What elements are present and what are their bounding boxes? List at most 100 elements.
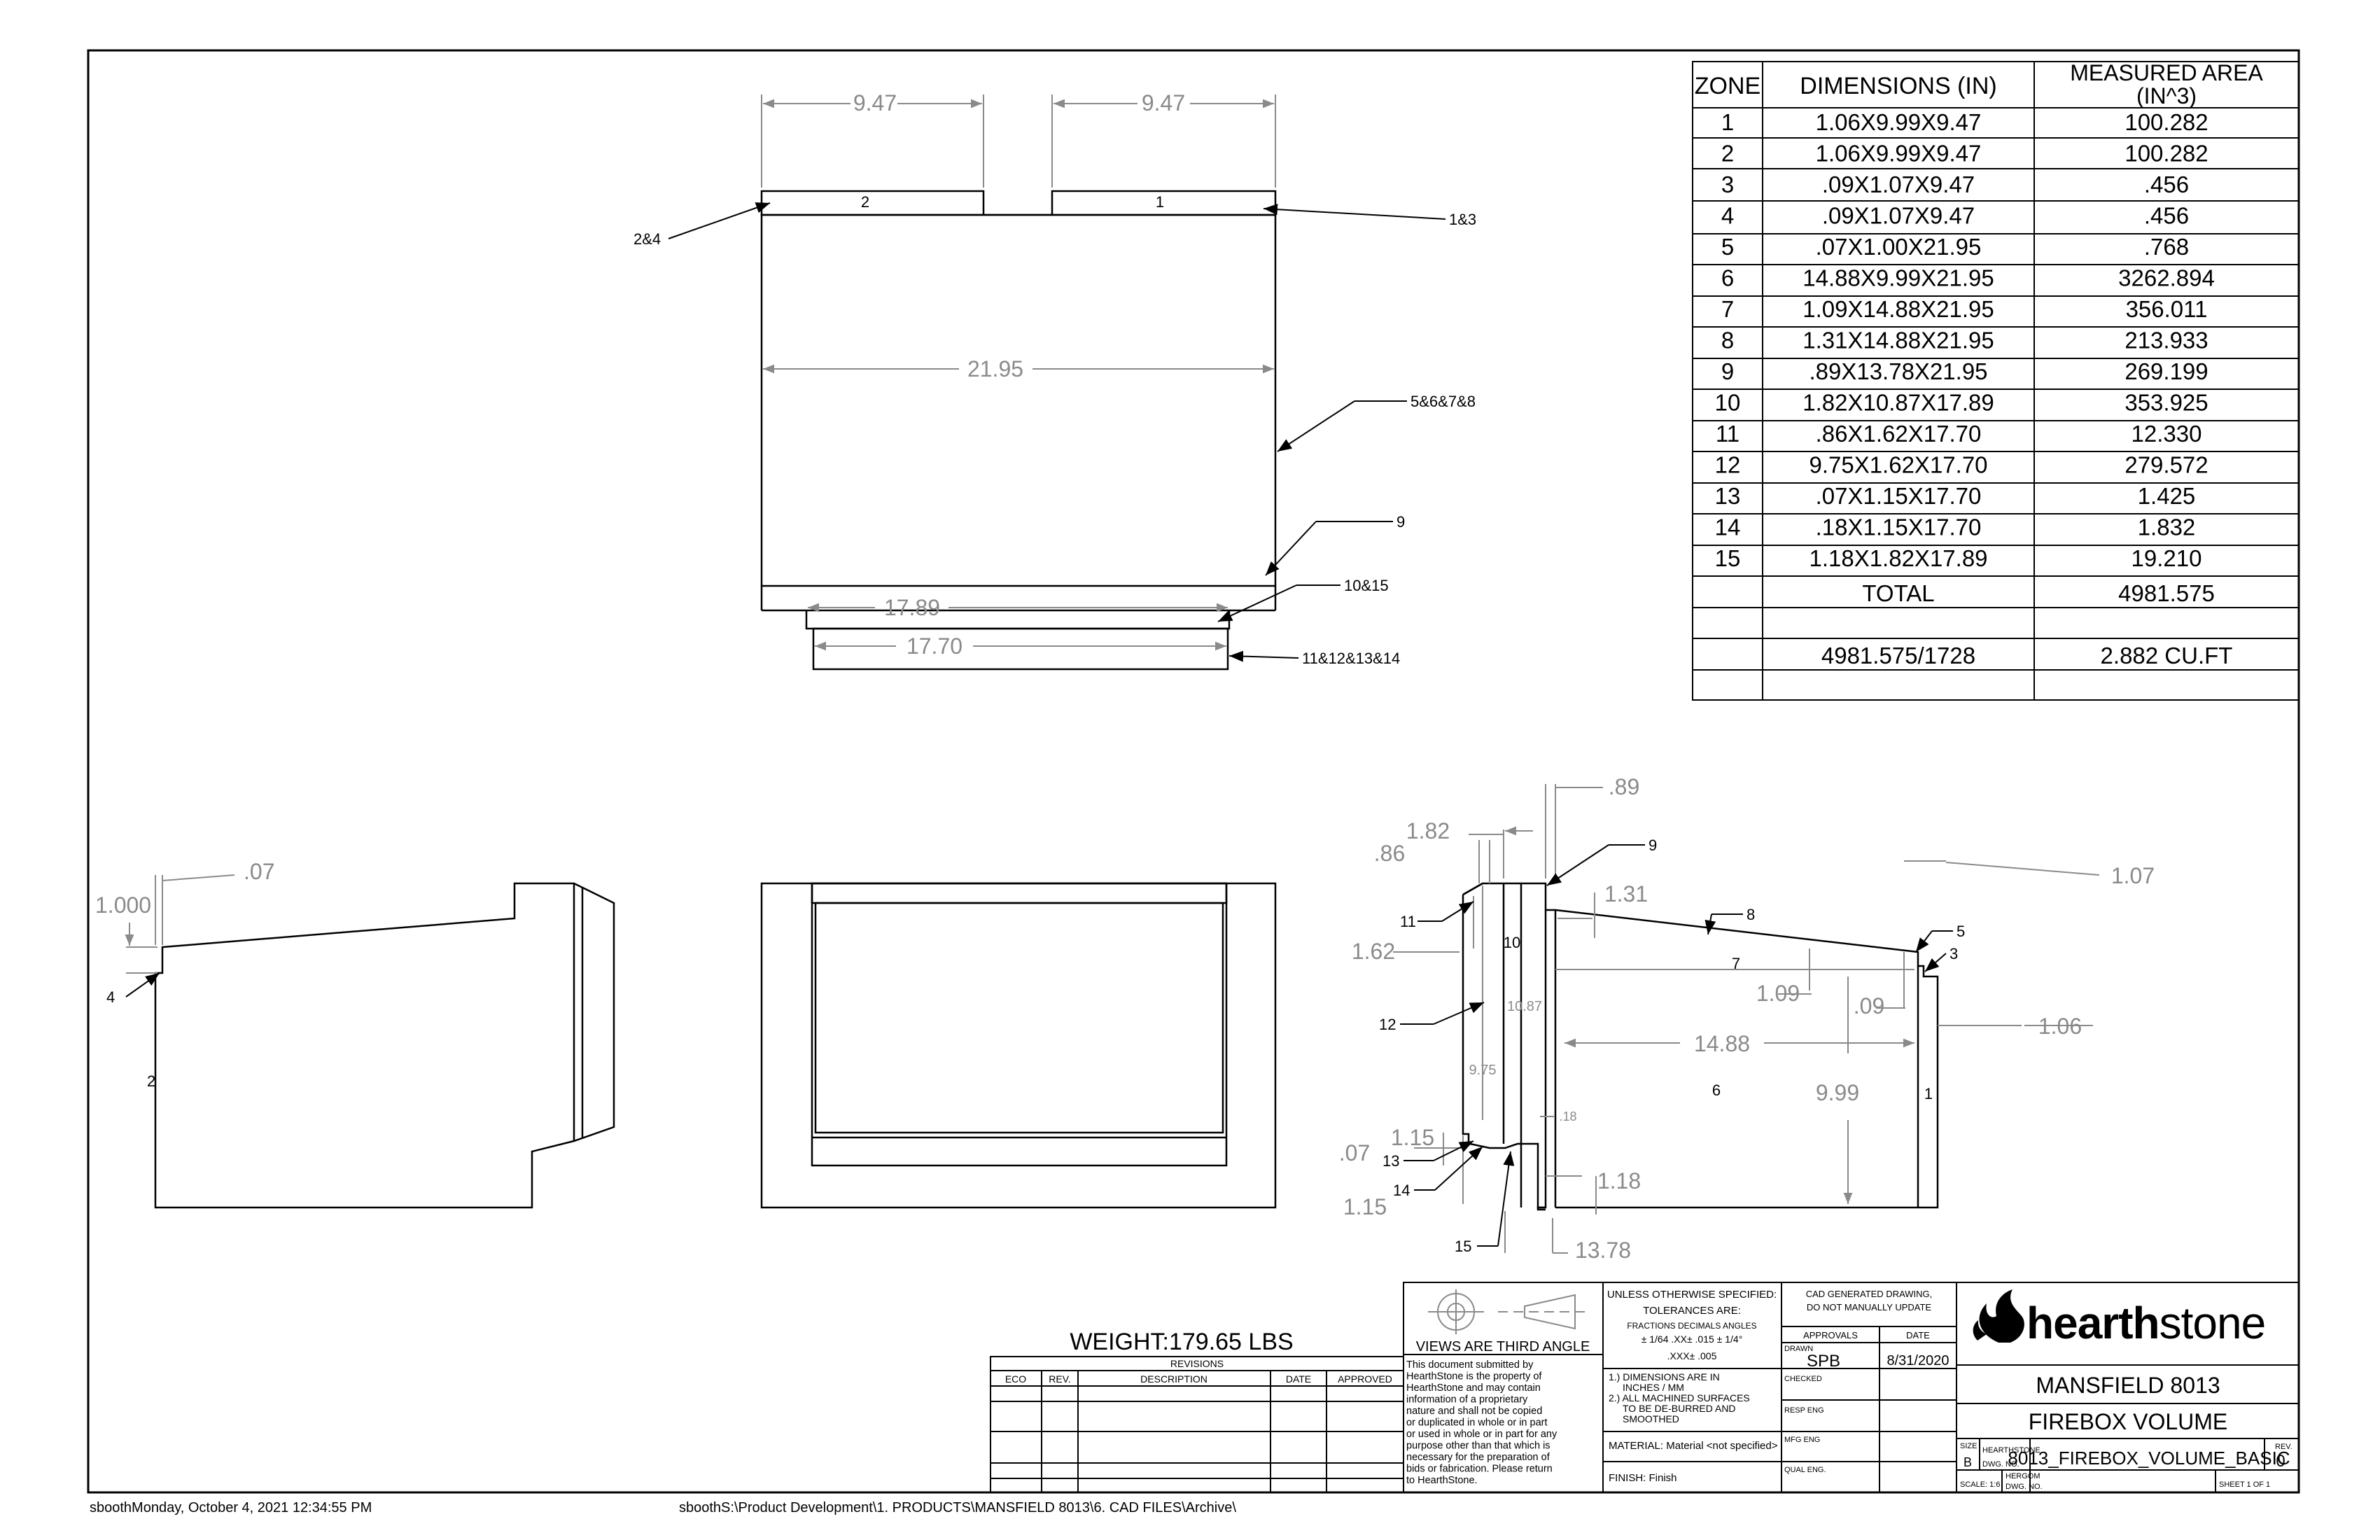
rev-label: REV.	[2275, 1443, 2292, 1451]
zone-number: 8	[1721, 328, 1734, 354]
cad-note-2: DO NOT MANUALLY UPDATE	[1807, 1302, 1932, 1312]
zone-table-headers: ZONE DIMENSIONS (IN) MEASURED AREA (IN^3…	[1695, 60, 2264, 108]
proprietary-line: purpose other than that which is	[1406, 1441, 1550, 1452]
dim-section-0.86: .86	[1374, 841, 1405, 866]
dim-section-0.89: .89	[1609, 774, 1639, 799]
zone-dimensions: 9.75X1.62X17.70	[1809, 452, 1987, 478]
rev-col-rev: REV.	[1049, 1373, 1070, 1385]
note-line: INCHES / MM	[1623, 1382, 1684, 1393]
zone-volume: 356.011	[2126, 296, 2208, 322]
dim-section-1.31: 1.31	[1604, 881, 1648, 906]
callout-s-14: 14	[1393, 1182, 1410, 1199]
date-heading: DATE	[1906, 1330, 1930, 1340]
callout-s-10: 10	[1504, 934, 1520, 951]
hergom-label: HERGOM	[2005, 1472, 2040, 1480]
size-label: SIZE	[1960, 1442, 1977, 1450]
header-zone: ZONE	[1695, 73, 1760, 99]
proprietary-line: or duplicated in whole or in part	[1406, 1418, 1548, 1429]
zone-number: 7	[1721, 296, 1734, 322]
proprietary-line: bids or fabrication. Please return	[1406, 1464, 1553, 1475]
zone-volume: 279.572	[2124, 452, 2208, 478]
front-view	[760, 882, 1277, 1209]
zone-table-totals: TOTAL 4981.575 4981.575/1728 2.882 CU.FT	[1821, 580, 2233, 668]
zone-volume: .456	[2144, 172, 2189, 197]
flame-icon	[1973, 1289, 2024, 1343]
tolerance-block: UNLESS OTHERWISE SPECIFIED: TOLERANCES A…	[1607, 1289, 1777, 1362]
material-field: MATERIAL: Material <not specified>	[1609, 1440, 1778, 1452]
footer-file-path: sboothS:\Product Development\1. PRODUCTS…	[679, 1500, 1236, 1516]
dim-section-14.88: 14.88	[1694, 1031, 1750, 1056]
zone-dimensions: 1.82X10.87X17.89	[1802, 390, 1994, 416]
qual-eng-label: QUAL ENG.	[1784, 1466, 1826, 1474]
zone-volume: 19.210	[2132, 545, 2202, 571]
zone-volume: 12.330	[2132, 421, 2202, 447]
zone-volume: 213.933	[2124, 328, 2208, 354]
projection-note: VIEWS ARE THIRD ANGLE	[1416, 1339, 1590, 1354]
zone-table	[1692, 61, 2300, 701]
proprietary-line: information of a proprietary	[1406, 1394, 1528, 1406]
drawing-number: 8013_FIREBOX_VOLUME_BASIC	[2008, 1448, 2290, 1469]
drawn-label: DRAWN	[1784, 1345, 1813, 1353]
callout-s-9: 9	[1648, 836, 1657, 854]
zone-number: 11	[1716, 421, 1740, 447]
zone-number: 3	[1721, 172, 1734, 197]
dim-section-1.06: 1.06	[2038, 1014, 2082, 1039]
callout-10-15: 10&15	[1344, 577, 1389, 594]
section-view-leaders	[1400, 844, 1953, 1247]
checked-label: CHECKED	[1784, 1375, 1822, 1383]
dim-section-0.07: .07	[1339, 1140, 1370, 1166]
zone-mark-2: 2	[861, 193, 869, 211]
note-line: TO BE DE-BURRED AND	[1623, 1403, 1736, 1414]
zone-dimensions: 14.88X9.99X21.95	[1802, 265, 1994, 291]
callout-11-12-13-14: 11&12&13&14	[1302, 650, 1400, 667]
dim-lip-thickness: .07	[244, 859, 274, 884]
zone-number: 15	[1715, 545, 1741, 571]
dim-top-left-width: 9.47	[853, 90, 897, 115]
header-measured-area: MEASURED AREA	[2070, 60, 2263, 85]
dim-lip-height: 1.000	[95, 892, 151, 918]
top-view-callout-labels: 2 1 2&4 1&3 5&6&7&8 9 10&15 11&12&13&14	[634, 193, 1476, 667]
drawn-by: SPB	[1807, 1352, 1840, 1371]
title-line-2: FIREBOX VOLUME	[2029, 1409, 2228, 1434]
callout-2-side: 2	[147, 1072, 155, 1090]
section-view-dim-labels: .89 1.82 .86 1.31 1.62 1.09 .09 1.07 1.0…	[1339, 774, 2155, 1263]
total-label: TOTAL	[1862, 580, 1934, 606]
tolerances-heading: TOLERANCES ARE:	[1643, 1305, 1741, 1317]
callout-s-15: 15	[1455, 1238, 1471, 1255]
proprietary-line: or used in whole or in part for any	[1406, 1429, 1558, 1440]
callout-4-leader	[125, 972, 160, 997]
tolerance-values: ± 1/64 .XX± .015 ± 1/4°	[1642, 1334, 1743, 1345]
zone-dimensions: .09X1.07X9.47	[1822, 203, 1975, 229]
callout-4: 4	[106, 988, 115, 1006]
zone-number: 12	[1715, 452, 1741, 478]
dim-section-1.09: 1.09	[1756, 981, 1800, 1006]
dim-section-10.87: 10.87	[1507, 999, 1542, 1014]
cad-note-1: CAD GENERATED DRAWING,	[1806, 1289, 1933, 1299]
drawing-number-row: SIZE B HEARTHSTONE DWG. NO. 8013_FIREBOX…	[1960, 1442, 2292, 1491]
tolerance-values-2: .XXX± .005	[1667, 1350, 1717, 1362]
callout-1-3: 1&3	[1449, 211, 1476, 228]
zone-number: 5	[1721, 234, 1734, 260]
zone-dimensions: 1.06X9.99X9.47	[1816, 141, 1982, 167]
title-line-1: MANSFIELD 8013	[2036, 1373, 2220, 1398]
section-view-dims	[1393, 784, 2100, 1254]
top-view-callouts	[668, 202, 1446, 662]
drawn-date: 8/31/2020	[1887, 1353, 1949, 1368]
note-line: SMOOTHED	[1623, 1413, 1679, 1424]
dim-section-13.78: 13.78	[1575, 1238, 1631, 1263]
zone-number: 14	[1715, 514, 1741, 540]
zone-dimensions: 1.06X9.99X9.47	[1816, 109, 1982, 135]
section-view	[1462, 882, 1939, 1211]
rev-col-description: DESCRIPTION	[1140, 1373, 1208, 1385]
proprietary-line: to HearthStone.	[1406, 1475, 1478, 1486]
hergom-dwg-label: DWG. NO.	[2005, 1483, 2043, 1491]
zone-dimensions: 1.09X14.88X21.95	[1802, 296, 1994, 322]
zone-dimensions: 1.18X1.82X17.89	[1809, 545, 1987, 571]
sheet-field: SHEET 1 OF 1	[2219, 1480, 2270, 1489]
callout-s-1: 1	[1924, 1085, 1933, 1102]
zone-volume: 3262.894	[2118, 265, 2215, 291]
conversion-expression: 4981.575/1728	[1821, 643, 1975, 668]
section-view-callouts: 9 8 5 3 11 10 7 12 6 1 13 14 15	[1379, 836, 1965, 1255]
third-angle-symbol	[1428, 1289, 1589, 1334]
